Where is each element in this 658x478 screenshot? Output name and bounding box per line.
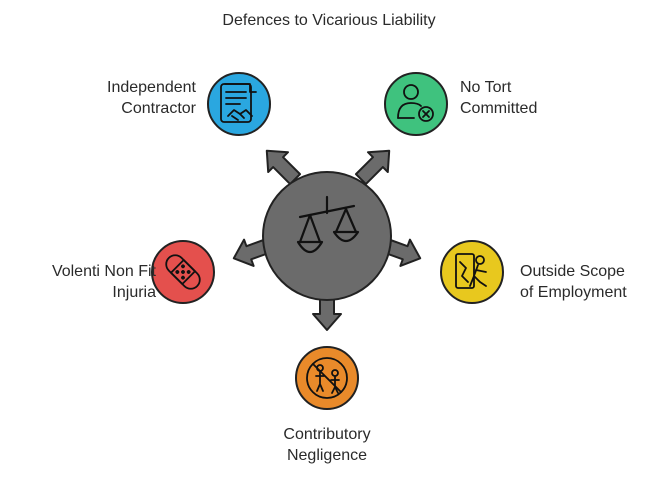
node-independent-contractor [207,72,271,136]
label-line: of Employment [520,284,627,301]
node-contributory-negligence [295,346,359,410]
label-outside-scope-of-employment: Outside Scope of Employment [520,261,627,303]
label-independent-contractor: Independent Contractor [107,77,196,119]
bandage-icon [165,254,201,290]
label-line: Negligence [286,447,368,464]
label-line: Contractor [121,100,196,117]
label-volenti-non-fit-injuria: Volenti Non Fit Injuria [52,261,156,303]
arrow-to-independent-contractor [265,149,302,186]
no-children-icon [306,357,348,399]
label-line: No Tort [460,79,512,96]
center-hub [262,171,392,301]
label-line: Independent [107,79,196,96]
person-leaving-door-icon [455,253,487,289]
label-line: Injuria [112,284,156,301]
label-no-tort-committed: No Tort Committed [460,77,537,119]
contract-handshake-icon [220,83,257,123]
person-cross-icon [397,84,434,122]
label-contributory-negligence: Contributory Negligence [227,424,427,466]
label-line: Contributory [283,426,371,443]
arrow-to-no-tort-committed [354,149,391,186]
node-outside-scope-of-employment [440,240,504,304]
node-no-tort-committed [384,72,448,136]
node-volenti-non-fit-injuria [151,240,215,304]
diagram-title: Defences to Vicarious Liability [222,12,436,29]
label-line: Committed [460,100,538,117]
label-line: Volenti Non Fit [51,263,156,280]
scales-of-justice-icon [296,195,360,254]
label-line: Outside Scope [520,263,625,280]
